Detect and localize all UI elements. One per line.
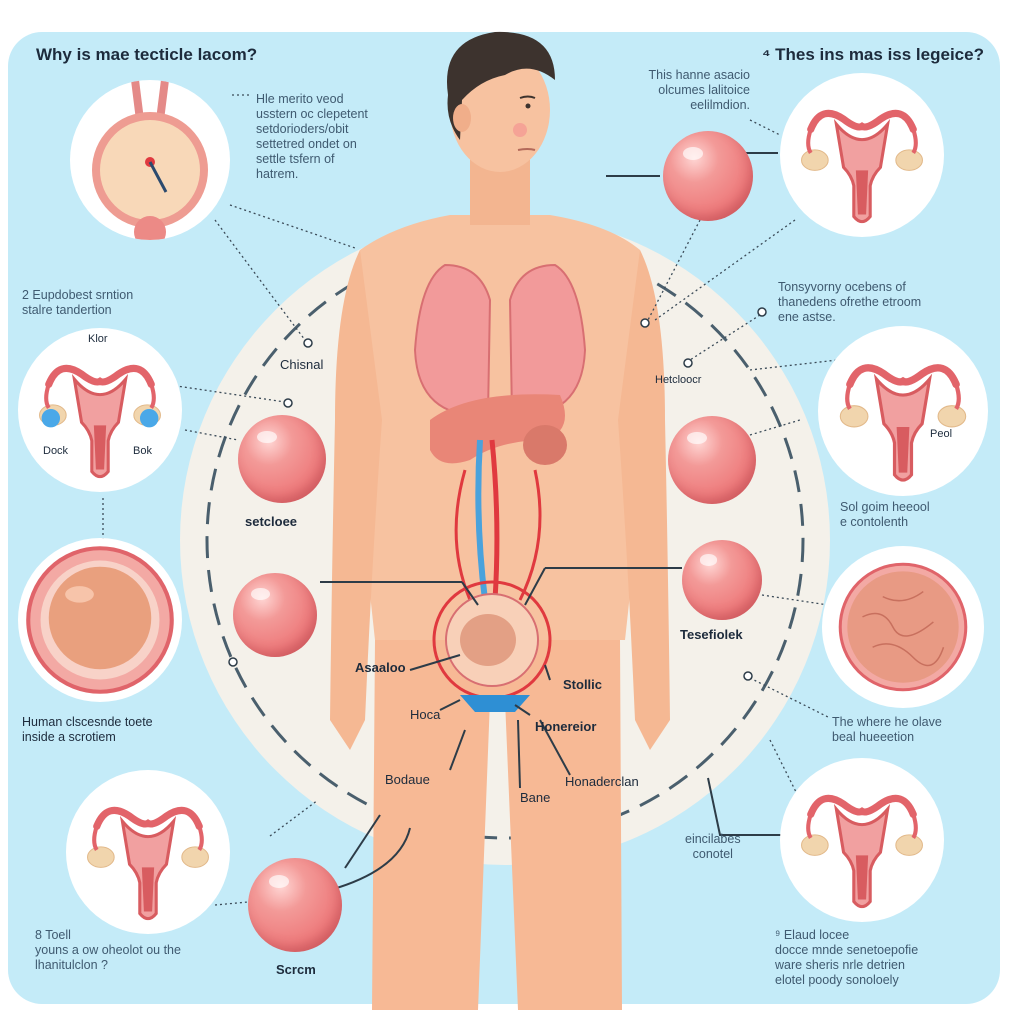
bottom-left-description: 8 Toell youns a ow oheolot ou the lhanit… [35, 928, 181, 972]
top-right-description: This hanne asacio olcumes lalitoice eeli… [648, 68, 750, 112]
label-chisnal: Chisnal [280, 357, 324, 372]
testicle-ball [233, 573, 317, 657]
testicle-cross-section [18, 538, 182, 702]
testicle-ball [248, 858, 342, 952]
label-scrcm: Scrcm [276, 962, 316, 977]
label-bane: Bane [520, 790, 551, 805]
right-lower-description: The where he olave beal hueeetion [832, 715, 942, 744]
label-tesefiolek: Tesefiolek [680, 627, 743, 642]
uterus-illustration [66, 770, 230, 934]
testicle-ball [682, 540, 762, 620]
label-honereior: Honereior [535, 719, 597, 734]
bottom-center-right-description: eincilabes conotel [685, 832, 741, 861]
right-small-description: Sol goim heeool e contolenth [840, 500, 930, 529]
uterus-illustration [780, 758, 944, 922]
uterus-illustration [818, 326, 988, 496]
label-klor: Klor [88, 333, 108, 345]
label-hoca: Hoca [410, 707, 441, 722]
uterus-illustration [780, 73, 944, 237]
left-title: Why is mae tecticle lacom? [36, 45, 258, 64]
label-peol: Peol [930, 428, 953, 440]
right-title: ⁴ Thes ins mas iss legeice? [762, 45, 984, 64]
label-bok: Bok [133, 445, 152, 457]
label-dock: Dock [43, 445, 69, 457]
testicle-ball [238, 415, 326, 503]
left-lower-description: Human clscesnde toete inside a scrotiem [22, 715, 153, 744]
testicle-ball [668, 416, 756, 504]
label-bodaue: Bodaue [385, 772, 430, 787]
mid-left-description: 2 Eupdobest srntion stalre tandertion [22, 288, 134, 317]
testicle-ball [663, 131, 753, 221]
label-setcloee: setcloee [245, 514, 298, 529]
label-stollic: Stollic [563, 677, 603, 692]
label-asaaloo: Asaaloo [355, 660, 406, 675]
testicle-clock-illustration [70, 80, 230, 240]
mid-right-description: Tonsyvorny ocebens of thanedens ofrethe … [778, 280, 922, 324]
uterus-illustration [18, 328, 182, 492]
label-hetcloocr: Hetcloocr [655, 374, 702, 386]
label-honaderclan: Honaderclan [565, 774, 639, 789]
bottom-right-description: ⁹ Elaud locee docce mnde senetoepofie wa… [775, 928, 919, 987]
top-left-description: Hle merito veod usstern oc clepetent set… [256, 92, 368, 181]
testicle-texture-illustration [822, 546, 984, 708]
